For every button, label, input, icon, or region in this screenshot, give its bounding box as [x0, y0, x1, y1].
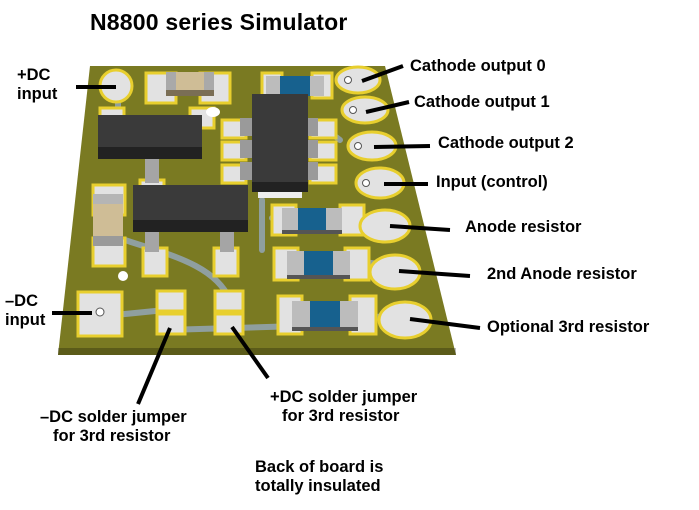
label-line: for 3rd resistor	[53, 427, 171, 445]
capacitor-left	[93, 194, 123, 246]
resistor-top	[266, 76, 324, 96]
anode-resistor	[282, 208, 342, 234]
label-dc-plus-solder-jumper: +DC solder jumper for 3rd resistor	[270, 388, 417, 426]
label-anode-resistor: Anode resistor	[465, 218, 582, 236]
label-line: +DC	[17, 66, 51, 84]
label-line: input	[17, 85, 58, 103]
diagram-title: N8800 series Simulator	[90, 9, 348, 35]
label-line: –DC	[5, 292, 39, 310]
label-line: Back of board is	[255, 458, 384, 476]
label-back-of-board-note: Back of board is totally insulated	[255, 458, 383, 496]
ic-sot23-middle	[133, 185, 248, 252]
through-hole-pads	[98, 65, 433, 340]
label-line: totally insulated	[255, 477, 381, 495]
label-dc-minus-solder-jumper: –DC solder jumper for 3rd resistor	[40, 408, 187, 446]
ic-sot23-top-left	[98, 115, 202, 183]
drill-holes	[95, 76, 370, 317]
label-input-control: Input (control)	[436, 173, 548, 191]
label-line: for 3rd resistor	[282, 407, 400, 425]
anode-resistor-2	[287, 251, 350, 279]
label-line: –DC solder jumper	[40, 408, 187, 426]
capacitor-top	[166, 72, 214, 96]
board-edge	[58, 348, 456, 355]
label-2nd-anode-resistor: 2nd Anode resistor	[487, 265, 637, 283]
label-cathode-output-1: Cathode output 1	[414, 93, 550, 111]
label-optional-3rd-resistor: Optional 3rd resistor	[487, 318, 650, 336]
label-dc-plus-input: +DC input	[17, 66, 57, 104]
optional-3rd-resistor	[292, 301, 358, 331]
label-dc-minus-input: –DC input	[5, 292, 45, 330]
label-line: +DC solder jumper	[270, 388, 418, 406]
label-line: input	[5, 311, 46, 329]
label-cathode-output-2: Cathode output 2	[438, 134, 574, 152]
label-cathode-output-0: Cathode output 0	[410, 57, 546, 75]
ic-sot23-6	[240, 94, 318, 198]
